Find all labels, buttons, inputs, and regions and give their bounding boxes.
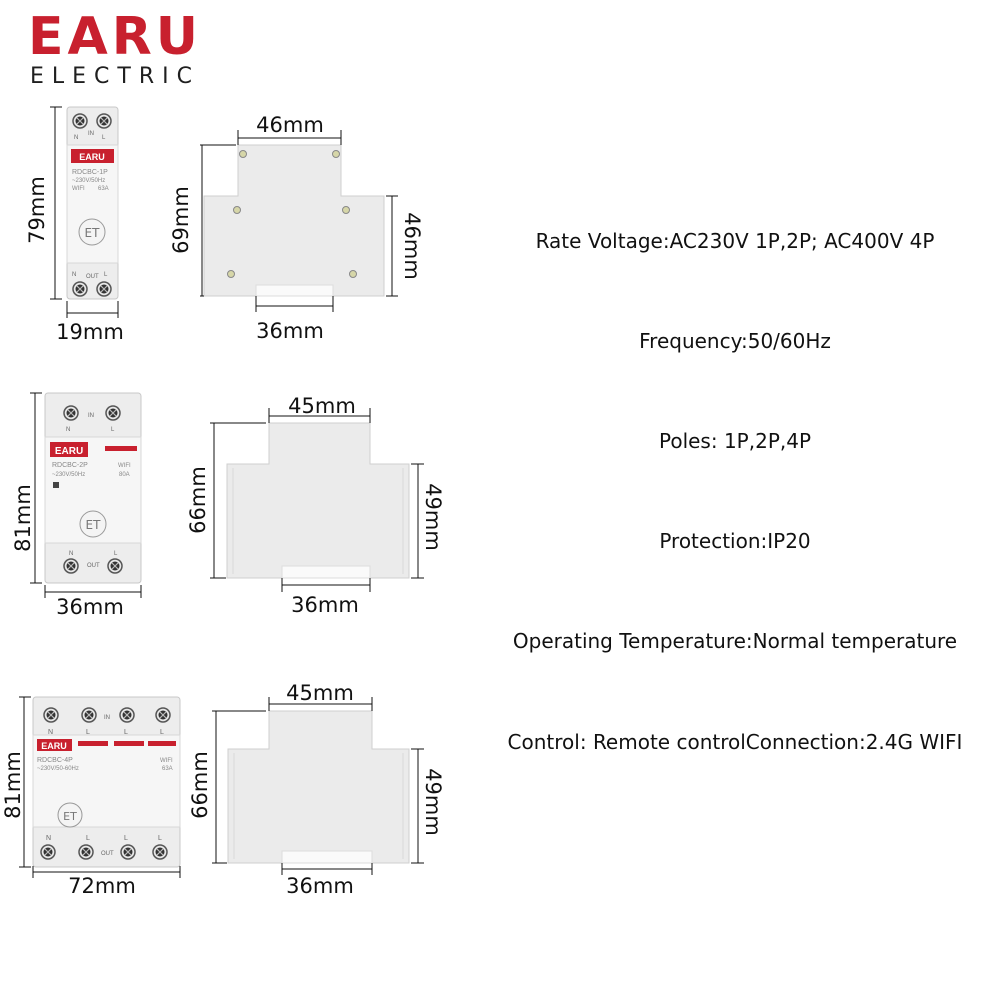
svg-text:L: L	[102, 135, 106, 141]
dim-side-height-4p: 66mm	[188, 751, 212, 819]
dim-side-bottom-2p: 36mm	[291, 593, 359, 617]
dim-side-right-4p: 49mm	[421, 768, 445, 836]
spec-rate-voltage: Rate Voltage:AC230V 1P,2P; AC400V 4P	[535, 229, 935, 253]
dim-side-right-2p: 49mm	[421, 483, 445, 551]
rating-label-2p: ~230V/50Hz	[52, 472, 85, 478]
svg-text:L: L	[86, 835, 90, 842]
svg-text:L: L	[158, 835, 162, 842]
et-badge-4p: ET	[63, 810, 77, 823]
wifi-label-4p: WIFI	[160, 758, 173, 764]
svg-text:L: L	[124, 835, 128, 842]
product-1p: EARU RDCBC-1P ~230V/50Hz WIFI 63A ET N I…	[25, 106, 424, 344]
model-label-1p: RDCBC-1P	[72, 169, 108, 176]
product-4p: EARU RDCBC-4P ~230V/50-60Hz WIFI 63A ET …	[1, 681, 445, 898]
front-view-1p: EARU RDCBC-1P ~230V/50Hz WIFI 63A ET N I…	[66, 106, 119, 300]
front-view-4p: EARU RDCBC-4P ~230V/50-60Hz WIFI 63A ET …	[32, 696, 181, 868]
svg-text:OUT: OUT	[101, 851, 114, 857]
front-brand-4p: EARU	[41, 741, 67, 751]
spec-operating-temperature: Operating Temperature:Normal temperature	[512, 629, 958, 653]
svg-text:OUT: OUT	[87, 563, 100, 569]
svg-text:L: L	[114, 551, 118, 557]
dim-side-top-2p: 45mm	[288, 394, 356, 418]
current-label-1p: 63A	[98, 186, 109, 192]
svg-text:N: N	[48, 729, 53, 736]
front-brand-1p: EARU	[79, 152, 105, 162]
dim-front-height-1p: 79mm	[25, 176, 49, 244]
spec-protection: Protection:IP20	[659, 529, 811, 553]
svg-text:IN: IN	[104, 715, 110, 721]
brand-name: EARU	[28, 7, 203, 67]
et-badge-2p: ET	[86, 518, 102, 532]
brand-subtitle: ELECTRIC	[30, 64, 200, 89]
dim-side-height-2p: 66mm	[186, 466, 210, 534]
dim-front-width-1p: 19mm	[56, 320, 124, 344]
svg-text:L: L	[160, 729, 164, 736]
dim-side-right-1p: 46mm	[400, 212, 424, 280]
svg-text:L: L	[104, 272, 108, 278]
rating-label-4p: ~230V/50-60Hz	[37, 766, 79, 772]
current-label-2p: 80A	[119, 472, 130, 478]
dim-side-top-4p: 45mm	[286, 681, 354, 705]
spec-poles: Poles: 1P,2P,4P	[658, 429, 812, 453]
svg-text:L: L	[124, 729, 128, 736]
svg-text:N: N	[72, 272, 76, 278]
svg-text:N: N	[46, 835, 51, 842]
product-2p: EARU RDCBC-2P ~230V/50Hz WIFI 80A ET N I…	[11, 392, 445, 619]
side-view-4p	[227, 710, 410, 864]
svg-text:IN: IN	[88, 131, 94, 137]
dim-front-height-4p: 81mm	[1, 751, 25, 819]
svg-text:N: N	[74, 135, 78, 141]
dim-side-bottom-1p: 36mm	[256, 319, 324, 343]
brand-logo: EARU ELECTRIC	[28, 8, 202, 88]
dim-front-height-2p: 81mm	[11, 484, 35, 552]
dim-front-width-4p: 72mm	[68, 874, 136, 898]
wifi-label-2p: WIFI	[118, 463, 131, 469]
svg-text:N: N	[66, 427, 70, 433]
front-brand-2p: EARU	[55, 446, 83, 457]
svg-text:N: N	[69, 551, 73, 557]
model-label-4p: RDCBC-4P	[37, 757, 73, 764]
wifi-label-1p: WIFI	[72, 186, 85, 192]
svg-text:L: L	[86, 729, 90, 736]
dim-side-height-1p: 69mm	[169, 186, 193, 254]
svg-text:L: L	[111, 427, 115, 433]
svg-text:IN: IN	[88, 413, 94, 419]
side-view-2p	[226, 422, 410, 579]
svg-text:OUT: OUT	[86, 274, 99, 280]
front-view-2p: EARU RDCBC-2P ~230V/50Hz WIFI 80A ET N I…	[44, 392, 142, 584]
spec-frequency: Frequency:50/60Hz	[639, 329, 831, 353]
et-badge-1p: ET	[85, 226, 101, 240]
dim-side-top-1p: 46mm	[256, 113, 324, 137]
rating-label-1p: ~230V/50Hz	[72, 178, 105, 184]
current-label-4p: 63A	[162, 766, 173, 772]
model-label-2p: RDCBC-2P	[52, 462, 88, 469]
side-view-1p	[203, 144, 385, 297]
dim-side-bottom-4p: 36mm	[286, 874, 354, 898]
dim-front-width-2p: 36mm	[56, 595, 124, 619]
spec-control: Control: Remote controlConnection:2.4G W…	[507, 730, 963, 754]
